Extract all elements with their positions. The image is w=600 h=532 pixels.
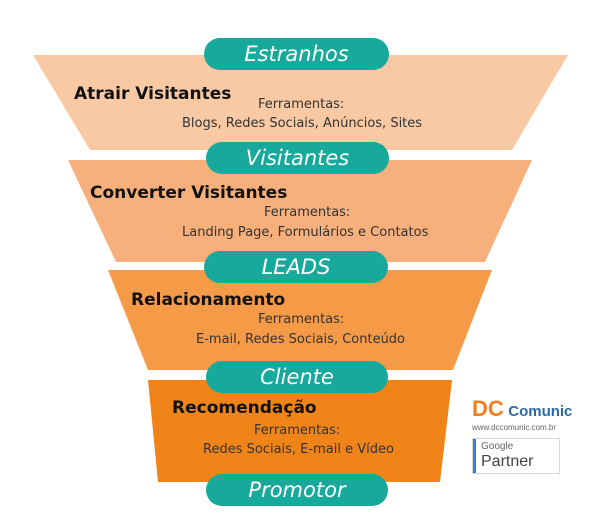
logo-url: www.dccomunic.com.br	[472, 423, 557, 432]
stage-title-relacionamento: Relacionamento	[131, 290, 286, 310]
stage-entry-pill-estranhos: Estranhos	[204, 38, 389, 70]
stage-tools-list-2: Landing Page, Formulários e Contatos	[182, 225, 429, 240]
google-partner-badge: Google Partner	[472, 438, 560, 474]
stage-tools-list-1: Blogs, Redes Sociais, Anúncios, Sites	[182, 116, 423, 131]
stage-entry-pill-leads: LEADS	[204, 251, 388, 283]
logo-brand: DC Comunic	[472, 398, 572, 421]
stage-tools-list-3: E-mail, Redes Sociais, Conteúdo	[196, 332, 406, 347]
stage-title-converter: Converter Visitantes	[90, 183, 288, 203]
stage-entry-pill-visitantes: Visitantes	[206, 142, 389, 174]
logo-comunic: Comunic	[508, 403, 573, 420]
funnel-stage-4	[148, 380, 452, 482]
stage-tools-label-1: Ferramentas:	[258, 97, 345, 112]
logo-dc: DC	[472, 396, 504, 421]
partner-wordmark: Partner	[481, 453, 534, 470]
google-wordmark: Google	[481, 441, 514, 452]
partner-accent-bar	[473, 439, 476, 473]
funnel-stage-1	[33, 55, 568, 150]
funnel-stage-2	[68, 160, 532, 262]
dc-comunic-logo: DC Comunic www.dccomunic.com.br Google P…	[472, 398, 572, 474]
stage-tools-list-4: Redes Sociais, E-mail e Vídeo	[203, 442, 394, 457]
stage-title-atrair: Atrair Visitantes	[74, 84, 232, 104]
stage-tools-label-4: Ferramentas:	[254, 423, 341, 438]
final-pill-promotor: Promotor	[206, 474, 388, 506]
stage-title-recomendacao: Recomendação	[172, 398, 317, 418]
stage-entry-pill-cliente: Cliente	[206, 361, 388, 393]
stage-tools-label-2: Ferramentas:	[264, 205, 351, 220]
stage-tools-label-3: Ferramentas:	[258, 312, 345, 327]
funnel-stage-3	[108, 270, 492, 370]
